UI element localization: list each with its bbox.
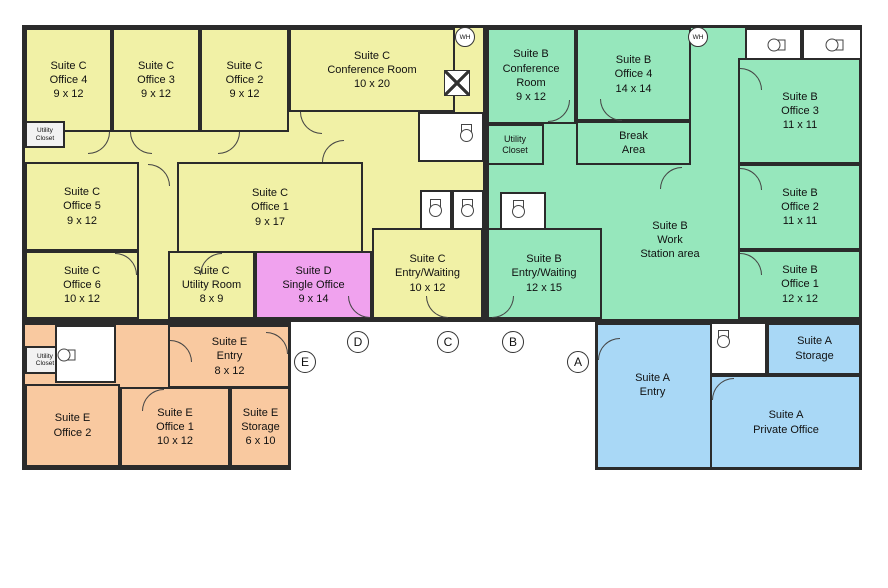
room-suite-c-office-2: Suite C Office 2 9 x 12 [200,28,289,132]
room-label: Suite C Office 3 9 x 12 [137,59,175,101]
room-label: Suite B Office 1 12 x 12 [781,264,819,305]
room-label: Suite C Entry/Waiting 10 x 12 [394,253,460,294]
room-label: Suite B Office 2 11 x 11 [781,186,819,228]
room-suite-c-office-6: Suite C Office 6 10 x 12 [25,251,139,319]
entry-marker-label: A [573,355,582,369]
room-suite-c-office-3: Suite C Office 3 9 x 12 [112,28,200,132]
room-suite-b-entry-waiting: Suite B Entry/Waiting 12 x 15 [486,228,602,319]
room-label: Suite B Entry/Waiting 12 x 15 [511,253,577,294]
entry-marker-b: B [502,331,524,353]
water-heater-label: WH [692,33,704,41]
room-suite-b-utility-closet: Utility Closet [486,124,544,165]
room-label: Suite B Office 4 14 x 14 [614,54,653,95]
room-suite-c-office-1: Suite C Office 1 9 x 17 [177,162,363,253]
room-suite-c-utility-closet: Utility Closet [25,121,65,148]
room-suite-c-conference: Suite C Conference Room 10 x 20 [289,28,455,112]
room-suite-b-conference: Suite B Conference Room 9 x 12 [486,28,576,124]
room-label: Suite A Storage [795,335,834,362]
toilet-icon [770,39,786,50]
room-label: Suite C Office 1 9 x 17 [251,187,289,228]
entry-marker-d: D [347,331,369,353]
room-suite-b-office-2: Suite B Office 2 11 x 11 [738,164,862,250]
restroom-suite-e [55,325,116,383]
room-label: Break Area [619,129,648,156]
room-suite-c-office-5: Suite C Office 5 9 x 12 [25,162,139,251]
room-label: Suite E Storage 6 x 10 [241,406,280,448]
room-suite-b-office-3: Suite B Office 3 11 x 11 [738,58,862,164]
toilet-icon [60,349,76,360]
entry-marker-a: A [567,351,589,373]
room-label: Suite C Office 6 10 x 12 [63,264,101,306]
room-label: Suite E Entry 8 x 12 [211,336,248,377]
room-label: Suite A Entry [635,371,670,398]
mop-sink-icon [444,70,470,96]
room-suite-a-storage: Suite A Storage [767,322,862,375]
room-label: Suite B Office 3 11 x 11 [781,90,819,132]
room-label: Utility Closet [35,352,55,367]
room-label: Utility Closet [502,134,528,155]
room-suite-b-office-1: Suite B Office 1 12 x 12 [738,250,862,319]
toilet-icon [429,199,442,217]
water-heater-icon: WH [688,27,708,47]
toilet-icon [717,330,730,348]
entry-marker-label: C [443,335,453,349]
room-label: Suite E Office 1 10 x 12 [156,406,194,448]
room-suite-e-office-2: Suite E Office 2 [25,384,120,467]
room-label: Suite C Office 2 9 x 12 [225,59,264,101]
toilet-icon [512,200,525,218]
room-suite-a-private-office: Suite A Private Office [710,375,862,470]
room-label: Suite B Work Station area [640,219,700,261]
restroom-suite-a [710,322,767,375]
room-label: Suite A Private Office [753,409,819,436]
room-label: Suite C Office 5 9 x 12 [63,186,101,227]
room-label: Suite E Office 2 [53,412,92,439]
room-label: Suite C Conference Room 10 x 20 [327,49,417,91]
toilet-icon [461,199,474,217]
restroom-suite-c-1 [418,112,484,162]
entry-marker-label: D [353,335,363,349]
room-suite-b-break-area: Break Area [576,121,691,165]
toilet-icon [828,39,844,50]
room-suite-e-office-1: Suite E Office 1 10 x 12 [120,387,230,467]
room-label: Suite C Office 4 9 x 12 [49,59,88,101]
room-suite-c-office-4: Suite C Office 4 9 x 12 [25,28,112,132]
entry-marker-label: B [508,335,517,349]
water-heater-label: WH [459,33,471,41]
room-label: Suite D Single Office 9 x 14 [282,264,345,306]
room-suite-b-workstation-area: Suite B Work Station area [600,200,740,280]
entry-marker-e: E [294,351,316,373]
room-suite-b-office-4: Suite B Office 4 14 x 14 [576,28,691,121]
room-label: Suite B Conference Room 9 x 12 [502,48,560,104]
room-suite-e-storage: Suite E Storage 6 x 10 [230,387,291,467]
entry-marker-c: C [437,331,459,353]
room-suite-c-utility-room: Suite C Utility Room 8 x 9 [168,251,255,319]
room-label: Utility Closet [35,127,55,142]
entry-marker-label: E [300,355,309,369]
water-heater-icon: WH [455,27,475,47]
room-suite-a-entry: Suite A Entry [595,360,710,410]
toilet-icon [460,124,473,142]
